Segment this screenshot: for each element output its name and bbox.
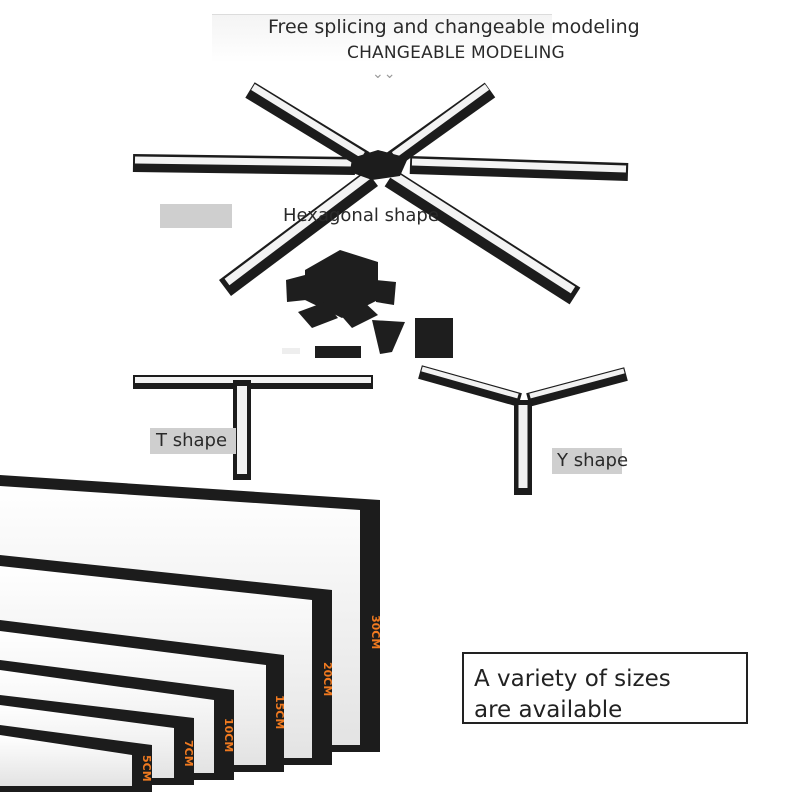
size-label-30cm: 30CM <box>369 615 382 649</box>
y-shape-lamp <box>418 365 628 495</box>
size-label-15cm: 15CM <box>273 695 286 729</box>
chevron-down-icon: ⌄⌄ <box>372 66 396 82</box>
connector-parts <box>282 250 453 358</box>
hexagonal-shape-lamp <box>132 82 629 305</box>
y-shape-label: Y shape <box>557 450 629 471</box>
sizes-callout-text: A variety of sizes are available <box>474 664 671 726</box>
t-shape-label: T shape <box>156 430 228 451</box>
t-shape-lamp <box>133 375 373 480</box>
y-label-backdrop <box>552 448 622 474</box>
sizes-callout-box <box>462 652 748 724</box>
label-backdrop <box>160 204 232 228</box>
header-title: Free splicing and changeable modeling <box>268 16 640 38</box>
size-label-10cm: 10CM <box>222 718 235 752</box>
hexagonal-shape-label: Hexagonal shape <box>283 205 439 226</box>
size-label-20cm: 20CM <box>321 662 334 696</box>
size-label-5cm: 5CM <box>140 755 153 782</box>
sizes-line-1: A variety of sizes <box>474 666 671 692</box>
t-label-backdrop <box>150 428 236 454</box>
header-band <box>212 14 552 63</box>
hex-connector <box>350 150 408 180</box>
size-label-7cm: 7CM <box>182 740 195 767</box>
sizes-line-2: are available <box>474 697 623 723</box>
header-subtitle: CHANGEABLE MODELING <box>347 43 565 63</box>
size-bars <box>0 475 380 792</box>
size-labels: 30CM 20CM 15CM 10CM 7CM 5CM <box>140 615 382 782</box>
